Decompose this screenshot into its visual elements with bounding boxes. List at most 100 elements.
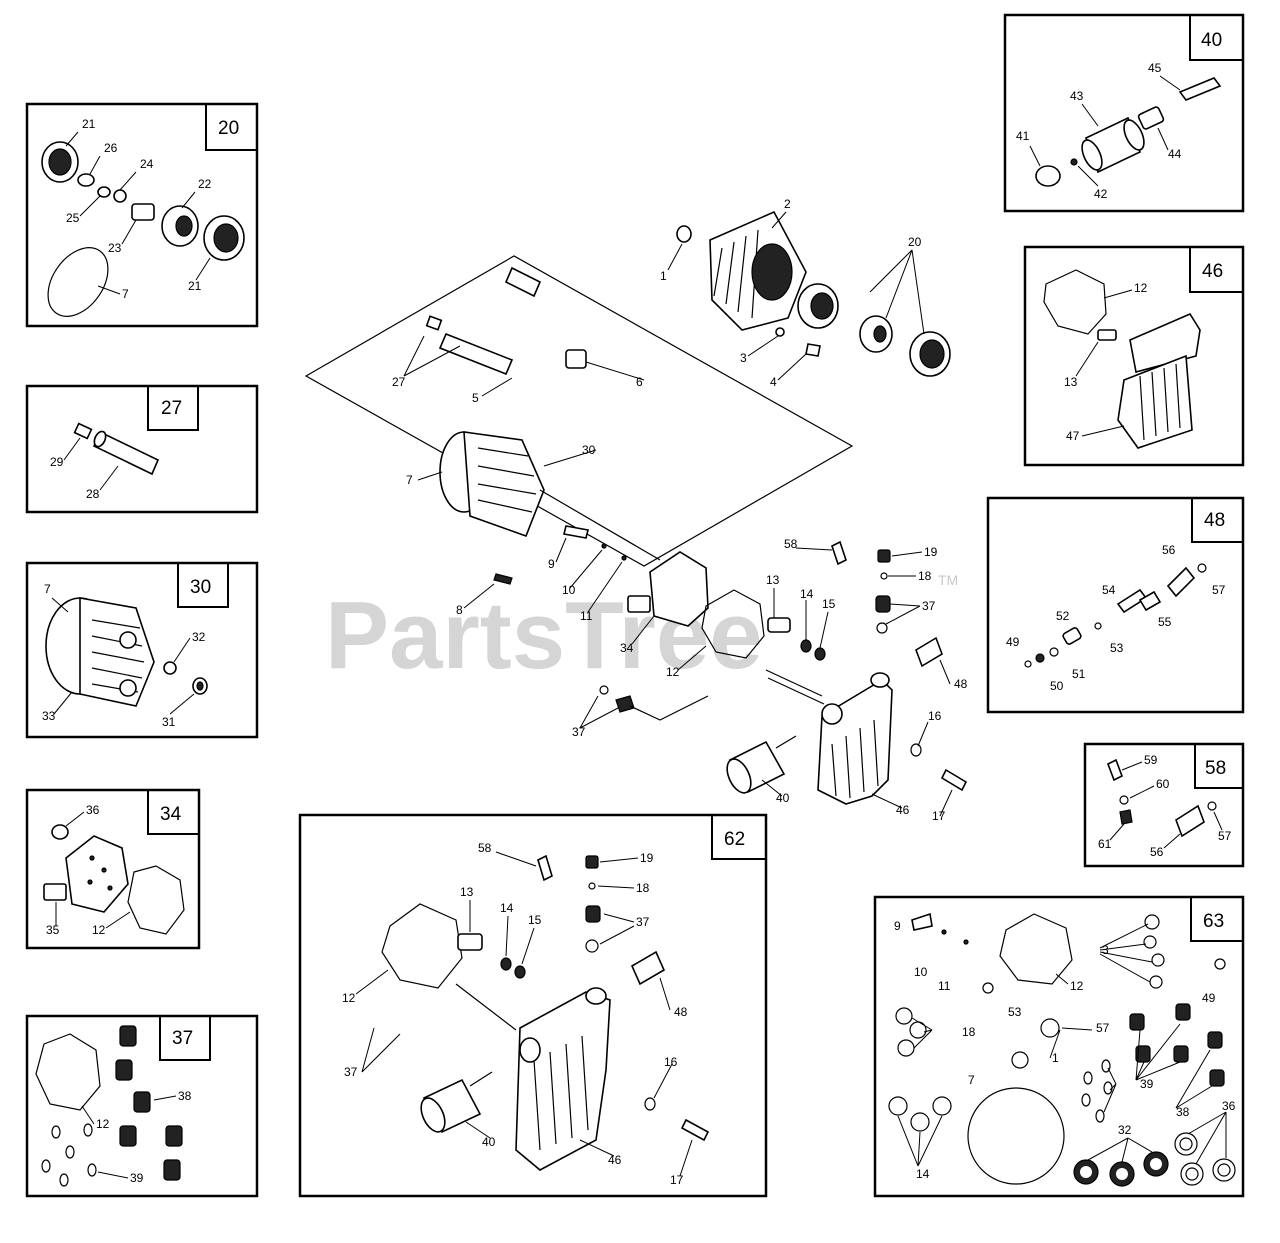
inset-63-label: 53 <box>1008 1005 1022 1019</box>
inset-20-label: 25 <box>66 211 80 225</box>
inset-63: 63 9 10 11 12 3 49 <box>873 895 1245 1198</box>
main-label: 16 <box>928 709 942 723</box>
inset-62-label: 17 <box>670 1173 684 1187</box>
inset-63-tag: 63 <box>1203 911 1224 932</box>
inset-46: 46 12 13 47 <box>1023 245 1245 467</box>
inset-27-tag: 27 <box>161 398 182 419</box>
inset-63-label: 57 <box>1096 1021 1110 1035</box>
inset-30-tag: 30 <box>190 577 211 598</box>
inset-62-label: 46 <box>608 1153 622 1167</box>
inset-62-label: 16 <box>664 1055 678 1069</box>
inset-62-label: 37 <box>344 1065 358 1079</box>
inset-48-label: 50 <box>1050 679 1064 693</box>
inset-63-label: 18 <box>962 1025 976 1039</box>
inset-30-label: 32 <box>192 630 206 644</box>
inset-63-label: 9 <box>894 919 901 933</box>
inset-63-label: 3 <box>1102 943 1109 957</box>
inset-46-tag: 46 <box>1202 261 1223 282</box>
inset-62: 62 58 19 18 13 14 15 37 12 48 <box>298 813 768 1198</box>
inset-20-label: 22 <box>198 177 212 191</box>
inset-62-label: 37 <box>636 915 650 929</box>
inset-37-label: 38 <box>178 1089 192 1103</box>
inset-30: 30 7 32 33 31 <box>25 561 259 739</box>
inset-62-label: 18 <box>636 881 650 895</box>
main-label: 48 <box>954 677 968 691</box>
main-label: 58 <box>784 537 798 551</box>
inset-37-label: 12 <box>96 1117 110 1131</box>
inset-40-label: 42 <box>1094 187 1108 201</box>
inset-40-label: 43 <box>1070 89 1084 103</box>
inset-48-label: 49 <box>1006 635 1020 649</box>
inset-48-label: 55 <box>1158 615 1172 629</box>
inset-63-label: 38 <box>1176 1105 1190 1119</box>
main-label: 2 <box>784 197 791 211</box>
inset-34: 34 36 35 12 <box>25 788 201 950</box>
inset-40-label: 44 <box>1168 147 1182 161</box>
main-label: 11 <box>580 609 593 623</box>
main-exploded-view: 1 2 20 3 4 27 5 6 30 7 9 10 11 8 58 19 1… <box>304 197 968 823</box>
inset-27-label: 28 <box>86 487 100 501</box>
main-label: 13 <box>766 573 780 587</box>
inset-34-label: 35 <box>46 923 60 937</box>
inset-58: 58 59 60 61 56 57 <box>1083 742 1245 868</box>
inset-20-label: 21 <box>82 117 96 131</box>
inset-48-label: 52 <box>1056 609 1070 623</box>
main-label: 14 <box>800 587 814 601</box>
inset-48-label: 56 <box>1162 543 1176 557</box>
main-label: 20 <box>908 235 922 249</box>
inset-46-label: 13 <box>1064 375 1078 389</box>
inset-62-label: 13 <box>460 885 474 899</box>
inset-62-label: 40 <box>482 1135 496 1149</box>
inset-63-label: 49 <box>1202 991 1216 1005</box>
main-label: 1 <box>660 269 667 283</box>
watermark-tm: TM <box>938 572 958 588</box>
inset-30-label: 7 <box>44 582 51 596</box>
inset-58-label: 57 <box>1218 829 1232 843</box>
inset-34-tag: 34 <box>160 804 182 825</box>
main-label: 30 <box>582 443 596 457</box>
inset-63-label: 39 <box>1140 1077 1154 1091</box>
inset-58-tag: 58 <box>1205 758 1226 779</box>
inset-58-label: 60 <box>1156 777 1170 791</box>
inset-46-label: 12 <box>1134 281 1148 295</box>
inset-20-tag: 20 <box>218 118 239 139</box>
inset-20-label: 26 <box>104 141 118 155</box>
inset-63-label: 36 <box>1222 1099 1236 1113</box>
main-label: 4 <box>770 375 777 389</box>
inset-20-label: 23 <box>108 241 122 255</box>
inset-20-label: 21 <box>188 279 202 293</box>
inset-30-label: 31 <box>162 715 176 729</box>
inset-48-tag: 48 <box>1204 510 1225 531</box>
main-label: 9 <box>548 557 555 571</box>
inset-20-label: 7 <box>122 287 129 301</box>
inset-48-label: 57 <box>1212 583 1226 597</box>
inset-34-label: 12 <box>92 923 106 937</box>
inset-40-tag: 40 <box>1201 30 1222 51</box>
inset-34-label: 36 <box>86 803 100 817</box>
inset-48-label: 53 <box>1110 641 1124 655</box>
main-label: 6 <box>636 375 643 389</box>
main-label: 34 <box>620 641 634 655</box>
main-label: 17 <box>932 809 946 823</box>
inset-37: 37 12 38 39 <box>25 1014 259 1198</box>
main-label: 18 <box>918 569 932 583</box>
inset-20-label: 24 <box>140 157 154 171</box>
inset-63-label: 32 <box>1118 1123 1132 1137</box>
inset-62-tag: 62 <box>724 829 745 850</box>
inset-63-label: 7 <box>968 1073 975 1087</box>
inset-63-label: 11 <box>938 979 951 993</box>
inset-58-label: 59 <box>1144 753 1158 767</box>
inset-62-label: 58 <box>478 841 492 855</box>
main-label: 37 <box>572 725 586 739</box>
inset-27: 27 29 28 <box>25 384 259 514</box>
main-label: 27 <box>392 375 406 389</box>
inset-40-label: 41 <box>1016 129 1030 143</box>
inset-37-tag: 37 <box>172 1028 193 1049</box>
inset-58-label: 56 <box>1150 845 1164 859</box>
main-label: 5 <box>472 391 479 405</box>
inset-63-label: 1 <box>1052 1051 1059 1065</box>
main-label: 10 <box>562 583 576 597</box>
inset-48-label: 54 <box>1102 583 1116 597</box>
inset-62-label: 19 <box>640 851 654 865</box>
inset-48-label: 51 <box>1072 667 1086 681</box>
